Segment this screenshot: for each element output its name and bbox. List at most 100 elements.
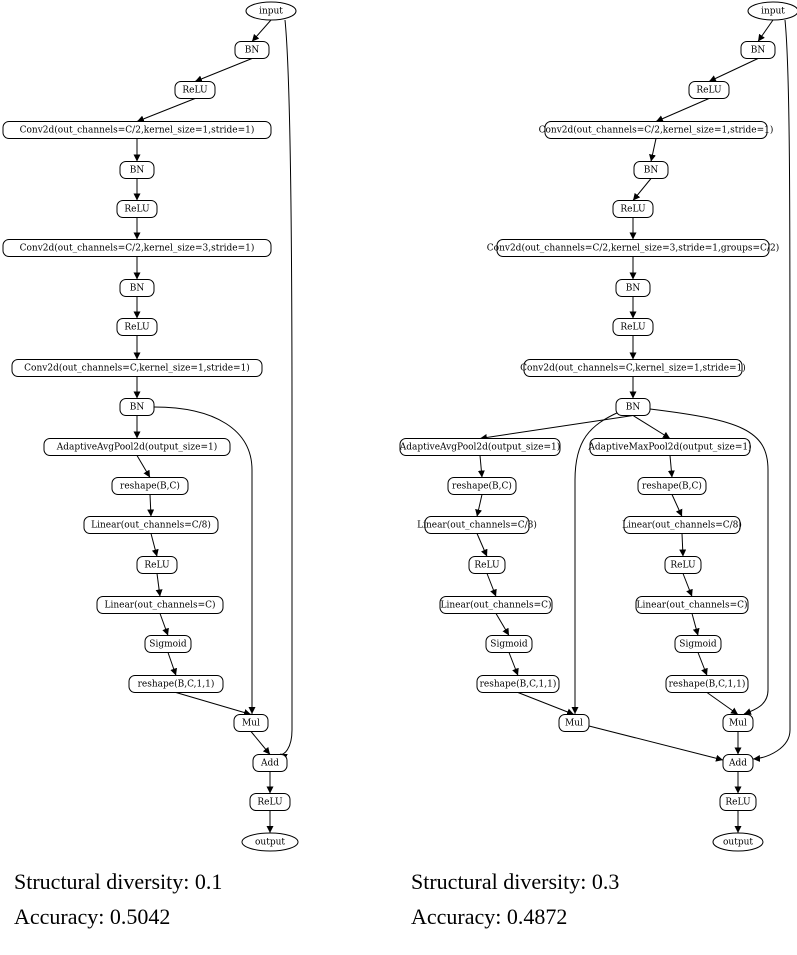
right-node-reshapeA2-box <box>476 675 560 693</box>
left-accuracy: Accuracy: 0.5042 <box>14 904 171 929</box>
right-node-conv3: Conv2d(out_channels=C,kernel_size=1,stri… <box>520 359 746 377</box>
right-edge-bn1-to-relu1 <box>708 58 759 82</box>
right-node-linearB1: Linear(out_channels=C/8) <box>622 516 742 534</box>
right-node-relu5-label: ReLU <box>725 798 751 808</box>
right-node-relu3-label: ReLU <box>620 323 646 333</box>
left-edge-linear1-to-relu4 <box>150 533 159 557</box>
right-edge-reshapeA2-to-mulA <box>517 692 575 716</box>
left-node-bn1: BN <box>234 41 270 59</box>
right-node-reshapeB1: reshape(B,C) <box>637 477 707 495</box>
right-node-reshapeA2: reshape(B,C,1,1) <box>476 675 560 693</box>
right-edge-bn4-to-avgpool <box>479 415 634 441</box>
right-edge-maxpool-to-reshapeB1 <box>667 455 675 478</box>
right-node-relu3-box <box>612 318 654 336</box>
left-node-reshape2-label: reshape(B,C,1,1) <box>138 679 215 690</box>
right-node-input: input <box>747 1 797 21</box>
right-node-linearA1: Linear(out_channels=C/8) <box>417 516 537 534</box>
left-node-conv1: Conv2d(out_channels=C/2,kernel_size=1,st… <box>2 121 272 139</box>
left-node-conv2-box <box>2 239 272 257</box>
right-edge-avgpool-to-reshapeA1 <box>477 455 485 478</box>
right-node-maxpool-label: AdaptiveMaxPool2d(output_size=1) <box>587 442 751 453</box>
right-node-relu5-box <box>719 793 757 811</box>
left-node-conv3-box <box>11 359 263 377</box>
right-edge-sigmoidA-to-reshapeA2 <box>508 652 519 676</box>
right-edge-linearA1-to-reluA <box>476 533 488 557</box>
left-node-avgpool-label: AdaptiveAvgPool2d(output_size=1) <box>56 442 218 453</box>
right-node-relu2-label: ReLU <box>620 205 646 215</box>
left-node-conv1-label: Conv2d(out_channels=C/2,kernel_size=1,st… <box>20 125 255 136</box>
right-node-sigmoidB-label: Sigmoid <box>679 640 717 650</box>
right-structural-diversity: Structural diversity: 0.3 <box>411 869 620 894</box>
left-node-bn2-label: BN <box>130 166 145 176</box>
right-node-add-label: Add <box>728 759 747 769</box>
left-node-relu5-label: ReLU <box>257 798 283 808</box>
left-node-sigmoid-box <box>144 635 192 653</box>
left-node-relu4-label: ReLU <box>144 561 170 571</box>
right-node-reshapeB2-box <box>665 675 749 693</box>
right-node-bn1-box <box>740 41 776 59</box>
right-node-reluA: ReLU <box>468 556 506 574</box>
right-node-input-label: input <box>761 7 785 17</box>
left-edge-mul-to-add <box>250 731 271 755</box>
right-node-conv2: Conv2d(out_channels=C/2,kernel_size=3,st… <box>487 239 779 257</box>
right-node-conv1-box <box>544 121 768 139</box>
right-node-reshapeA2-label: reshape(B,C,1,1) <box>480 679 557 690</box>
right-node-sigmoidA-box <box>485 635 533 653</box>
left-node-linear2-box <box>96 596 224 614</box>
right-node-bn2-box <box>633 161 669 179</box>
left-node-linear2: Linear(out_channels=C) <box>96 596 224 614</box>
left-node-relu4-box <box>136 556 178 574</box>
right-node-conv1-label: Conv2d(out_channels=C/2,kernel_size=1,st… <box>539 125 774 136</box>
left-edge-reshape2-to-mul <box>175 692 252 716</box>
right-node-reshapeA1-label: reshape(B,C) <box>452 481 512 492</box>
right-node-maxpool-box <box>589 438 751 456</box>
left-edge-linear2-to-sigmoid <box>159 613 169 636</box>
right-node-bn3-label: BN <box>626 284 641 294</box>
left-edge-reshape1-to-linear1 <box>147 494 155 517</box>
left-node-bn2-box <box>119 161 155 179</box>
right-node-reshapeB2: reshape(B,C,1,1) <box>665 675 749 693</box>
right-node-mulB-box <box>722 714 754 732</box>
left-node-relu1-box <box>174 81 216 99</box>
left-node-avgpool-box <box>43 438 231 456</box>
right-node-relu1: ReLU <box>688 81 730 99</box>
right-node-relu1-label: ReLU <box>696 86 722 96</box>
left-node-relu2-label: ReLU <box>124 205 150 215</box>
right-node-sigmoidA-label: Sigmoid <box>490 640 528 650</box>
left-edge-avgpool-to-reshape1 <box>136 455 151 478</box>
right-node-mulB-label: Mul <box>729 719 747 729</box>
right-node-linearA1-box <box>424 516 530 534</box>
right-node-bn1: BN <box>740 41 776 59</box>
left-edge-bn4-to-mul <box>153 406 256 714</box>
right-node-bn4-box <box>615 398 651 416</box>
right-node-sigmoidB-box <box>674 635 722 653</box>
right-node-bn3: BN <box>615 279 651 297</box>
right-edge-linearA2-to-sigmoidA <box>495 613 510 636</box>
right-node-maxpool: AdaptiveMaxPool2d(output_size=1) <box>587 438 752 456</box>
left-node-add: Add <box>252 754 288 772</box>
left-node-input-label: input <box>259 7 283 17</box>
right-node-mulA-box <box>558 714 590 732</box>
right-edge-reluA-to-linearA2 <box>486 573 497 597</box>
left-node-conv2: Conv2d(out_channels=C/2,kernel_size=3,st… <box>2 239 272 257</box>
left-node-conv2-label: Conv2d(out_channels=C/2,kernel_size=3,st… <box>20 243 255 254</box>
left-node-relu1-label: ReLU <box>182 86 208 96</box>
left-node-input: input <box>245 1 297 21</box>
right-node-conv3-box <box>523 359 743 377</box>
left-node-mul-box <box>233 714 269 732</box>
left-node-reshape1-label: reshape(B,C) <box>120 481 180 492</box>
left-node-bn2: BN <box>119 161 155 179</box>
right-node-avgpool: AdaptiveAvgPool2d(output_size=1) <box>399 438 561 456</box>
left-node-relu5: ReLU <box>249 793 291 811</box>
right-edge-reluB-to-linearB2 <box>682 573 693 597</box>
right-node-bn2-label: BN <box>644 166 659 176</box>
right-node-reshapeB1-box <box>637 477 707 495</box>
left-edge-input-to-bn1 <box>251 19 272 42</box>
right-edge-reshapeB1-to-linearB1 <box>671 494 683 517</box>
left-node-output-label: output <box>255 838 285 848</box>
right-edge-bn4-to-maxpool <box>632 415 671 439</box>
left-node-sigmoid-label: Sigmoid <box>149 640 187 650</box>
right-node-linearA2-box <box>439 596 553 614</box>
right-edge-input-to-bn1 <box>757 19 774 42</box>
